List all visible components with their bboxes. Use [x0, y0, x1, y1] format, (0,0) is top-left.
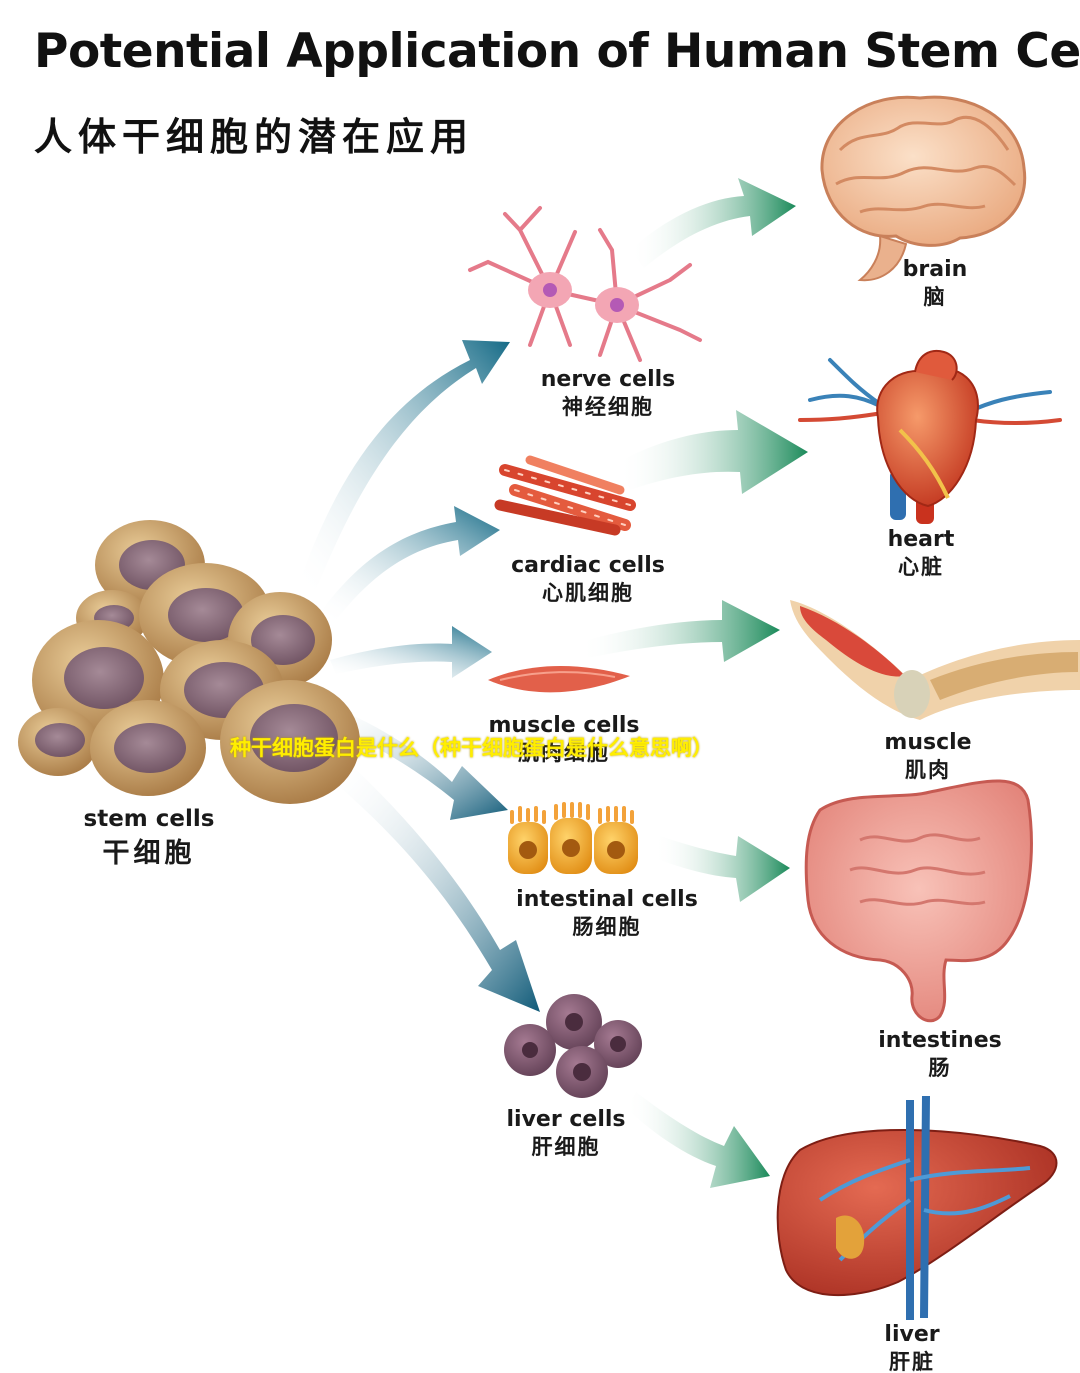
label-brain-zh: 脑 [923, 285, 947, 310]
label-muscle-en: muscle [884, 730, 972, 755]
label-intestines-en: intestines [878, 1028, 1002, 1053]
label-heart-zh: 心脏 [897, 555, 944, 580]
liver-illustration [776, 1095, 1058, 1320]
brain-illustration [820, 95, 1027, 282]
label-stem-cells-zh: 干细胞 [102, 838, 196, 870]
nerve-cells-illustration [468, 206, 702, 362]
arrow-to-intestinal-cells [326, 706, 508, 820]
arrow-to-muscle-cells [330, 626, 492, 678]
liver-cells-illustration [504, 994, 642, 1098]
overlay-caption: 种干细胞蛋白是什么（种干细胞蛋白是什么意思啊） [230, 736, 713, 760]
label-nerve-cells-en: nerve cells [540, 367, 676, 392]
page-title: Potential Application of Human Stem Cell… [34, 24, 1080, 79]
label-cardiac-cells-en: cardiac cells [511, 553, 665, 578]
label-intestinal-cells-zh: 肠细胞 [572, 915, 642, 940]
stem-cells-illustration [18, 520, 360, 804]
arrow-to-nerve-cells [300, 340, 510, 590]
label-liver-en: liver [884, 1322, 940, 1347]
label-heart-en: heart [887, 527, 955, 552]
intestines-illustration [804, 779, 1033, 1023]
label-liver-cells-en: liver cells [506, 1107, 626, 1132]
heart-illustration [798, 350, 1062, 524]
arrow-to-liver [626, 1092, 770, 1188]
label-intestinal-cells: intestinal cells 肠细胞 [516, 887, 698, 939]
arrow-to-heart [618, 410, 808, 494]
label-nerve-cells: nerve cells 神经细胞 [541, 367, 676, 419]
label-intestinal-cells-en: intestinal cells [516, 887, 698, 912]
stem-arrows [300, 340, 540, 1012]
label-liver-cells-zh: 肝细胞 [531, 1135, 601, 1160]
label-liver-zh: 肝脏 [888, 1350, 935, 1373]
cardiac-cells-illustration [494, 455, 636, 536]
label-muscle-cells-en: muscle cells [488, 713, 640, 738]
label-cardiac-cells: cardiac cells 心肌细胞 [511, 553, 665, 605]
label-muscle-cells: muscle cells 肌肉细胞 [489, 713, 640, 765]
label-stem-cells: stem cells 干细胞 [84, 806, 215, 869]
arrow-to-intestines [654, 836, 790, 902]
arrow-to-brain [630, 178, 796, 268]
muscle-cell-illustration [488, 665, 630, 693]
label-cardiac-cells-zh: 心肌细胞 [542, 581, 634, 606]
label-intestines: intestines 肠 [878, 1028, 1001, 1080]
page-title-chinese: 人体干细胞的潜在应用 [34, 115, 475, 159]
label-muscle: muscle 肌肉 [884, 730, 971, 782]
label-muscle-cells-zh: 肌肉细胞 [517, 741, 610, 766]
arrow-to-liver-cells [334, 760, 540, 1012]
label-brain-en: brain [902, 257, 968, 282]
label-intestines-zh: 肠 [928, 1056, 952, 1081]
label-heart: heart 心脏 [888, 527, 955, 579]
muscle-arm-illustration [790, 600, 1080, 720]
label-stem-cells-en: stem cells [83, 806, 215, 832]
label-liver-cells: liver cells 肝细胞 [507, 1107, 626, 1159]
arrow-to-muscle [580, 600, 780, 662]
label-muscle-zh: 肌肉 [905, 758, 951, 783]
label-brain: brain 脑 [903, 257, 968, 309]
intestinal-cells-illustration [508, 802, 638, 874]
arrow-to-cardiac-cells [322, 506, 500, 620]
organ-arrows [580, 178, 808, 1188]
label-nerve-cells-zh: 神经细胞 [562, 395, 654, 420]
label-liver: liver 肝脏 [884, 1322, 939, 1373]
